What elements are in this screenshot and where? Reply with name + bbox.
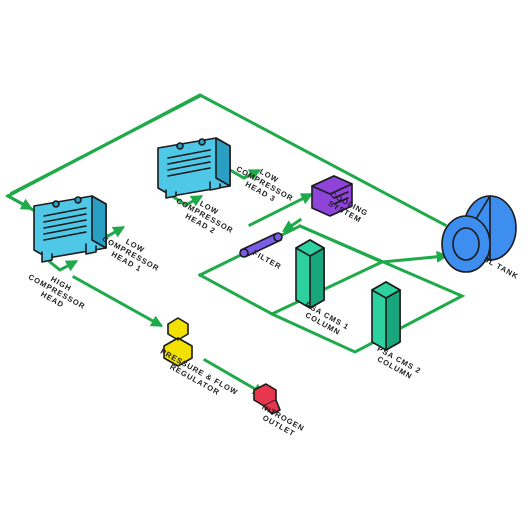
label-line: SL TANK	[482, 255, 520, 282]
compressor-fins	[43, 207, 87, 241]
pipe-into-cooling	[247, 192, 314, 228]
column-side	[385, 289, 401, 351]
regulator-knob	[167, 317, 189, 341]
pipe-regulator-to-outlet	[202, 357, 266, 396]
label-psa1: PSA CMS 1 COLUMN	[304, 300, 351, 337]
bolt	[52, 200, 60, 208]
sl-tank	[441, 195, 517, 273]
label-psa2: PSA CMS 2 COLUMN	[376, 344, 423, 381]
pressure-flow-regulator	[163, 317, 193, 367]
label-line: FILTER	[251, 248, 283, 271]
compressor-side	[91, 195, 107, 249]
psa-cms-2-column	[371, 281, 401, 351]
compressor-feet	[41, 243, 97, 263]
bolt	[198, 138, 206, 146]
pipe-column-loop	[197, 224, 386, 316]
bolt	[176, 142, 184, 150]
pipe-top-to-cooling	[9, 93, 203, 196]
pipe-high-out	[47, 259, 79, 272]
compressor-side	[215, 137, 231, 187]
pipe-cooling-to-filter	[282, 217, 303, 233]
high-compressor-head	[33, 195, 107, 263]
pipe-low3	[227, 167, 262, 181]
label-low-head-3: LOW COMPRESSOR HEAD 3	[235, 164, 295, 203]
label-regulator: PRESSURE & FLOW REGULATOR	[159, 347, 240, 397]
psa-cms-1-column	[295, 239, 325, 309]
label-filter: FILTER	[251, 248, 283, 271]
cooling-system	[311, 175, 353, 217]
bolt	[74, 196, 82, 204]
pipe-low2	[169, 193, 204, 207]
tank-ring	[452, 227, 480, 261]
nitrogen-outlet	[253, 383, 281, 415]
label-low-head-2: LOW COMPRESSOR HEAD 2	[175, 196, 235, 235]
label-tank: SL TANK	[482, 255, 520, 282]
compressor-fins	[167, 149, 211, 177]
label-low-head-1: LOW COMPRESSOR HEAD 1	[101, 234, 161, 273]
column-side	[309, 247, 325, 309]
low-compressor-heads	[157, 137, 231, 199]
cooling-fins	[333, 191, 349, 205]
cooling-top	[311, 175, 353, 195]
column-top	[295, 239, 325, 257]
filter-cap	[273, 232, 283, 242]
filter	[239, 232, 283, 258]
outlet-nozzle	[263, 399, 281, 415]
pipe-high-to-regulator	[71, 274, 164, 328]
label-outlet: NITROGEN OUTLET	[260, 402, 306, 438]
tank-front	[441, 215, 491, 273]
label-high-compressor: HIGH COMPRESSOR HEAD	[27, 272, 87, 311]
filter-cap	[239, 248, 249, 258]
pipe-to-tank	[380, 250, 449, 264]
pipe-main-loop-into-high	[5, 193, 34, 211]
compressor-feet	[165, 181, 221, 199]
column-top	[371, 281, 401, 299]
